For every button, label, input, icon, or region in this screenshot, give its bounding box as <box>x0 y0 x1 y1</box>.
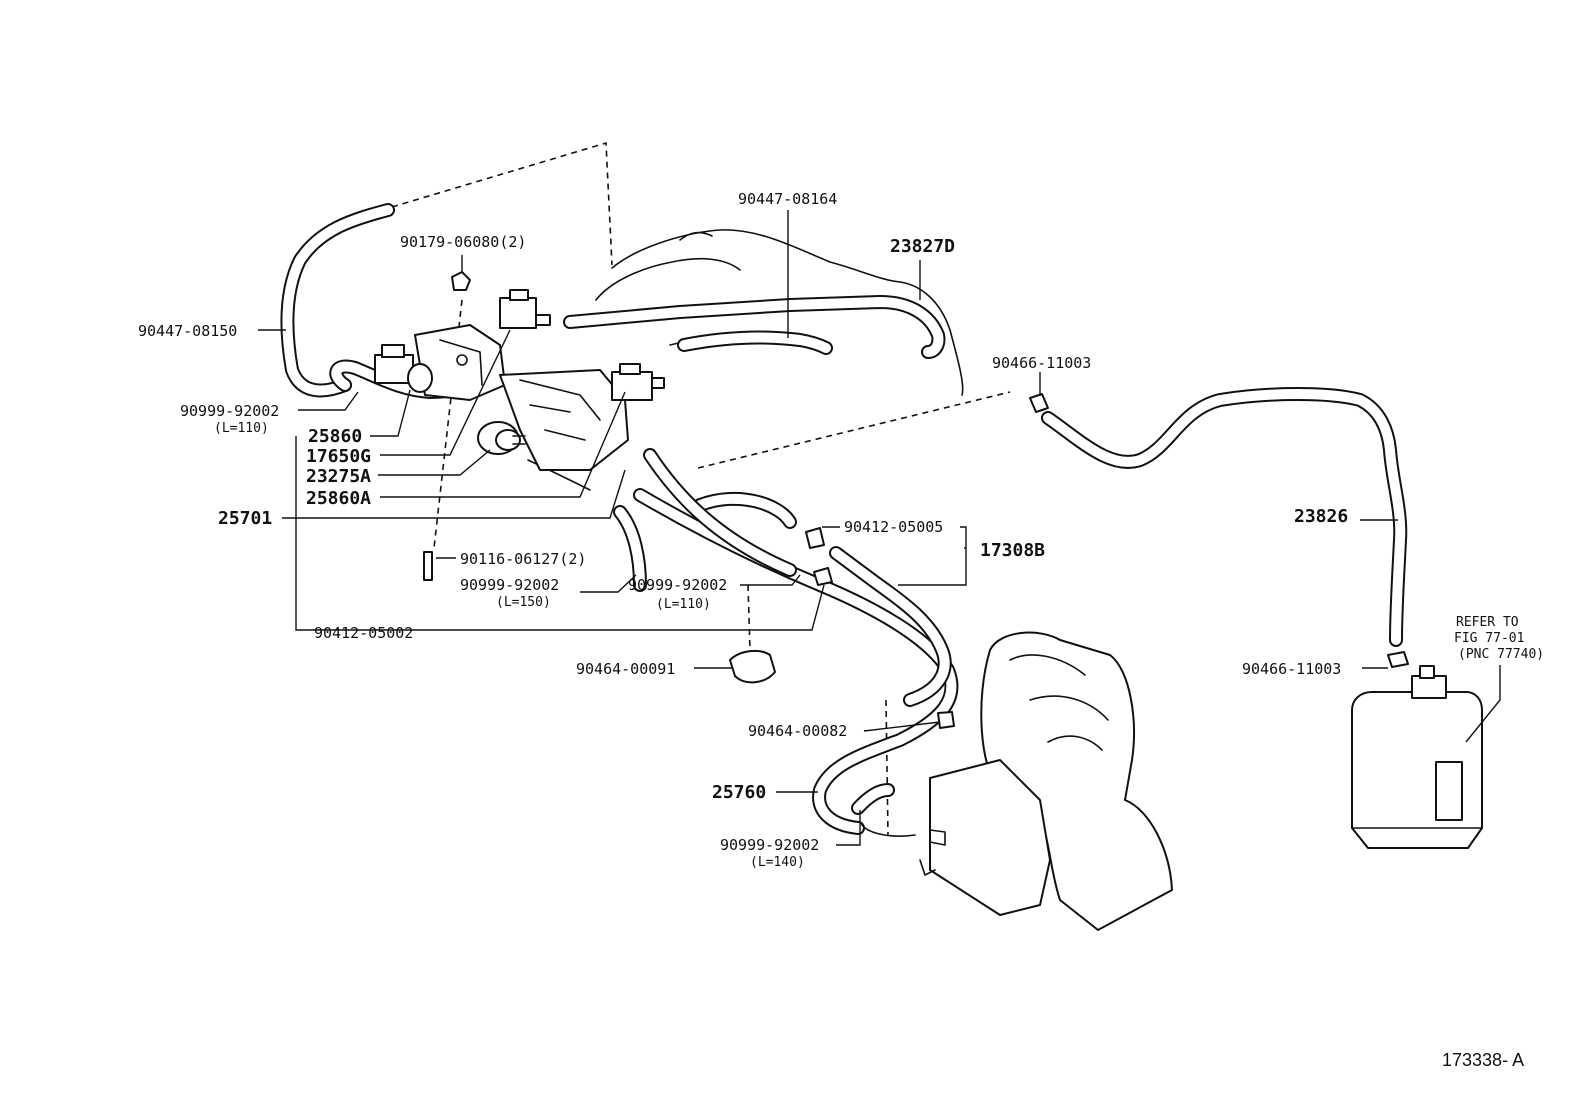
label-23275A[interactable]: 23275A <box>306 466 371 487</box>
label-90179-06080[interactable]: 90179-06080(2) <box>400 233 526 251</box>
refer-note-line3: (PNC 77740) <box>1458 647 1544 662</box>
label-90447-08164[interactable]: 90447-08164 <box>738 190 837 208</box>
label-90447-08150[interactable]: 90447-08150 <box>138 322 237 340</box>
label-23826[interactable]: 23826 <box>1294 506 1348 527</box>
air-intake-duct <box>919 631 1173 931</box>
label-25860[interactable]: 25860 <box>308 426 362 447</box>
label-90999-92002-l110-a[interactable]: 90999-92002 <box>180 402 279 420</box>
label-l110-a: (L=110) <box>214 421 269 436</box>
clamp-90466-11003-top <box>1029 393 1049 413</box>
charcoal-canister <box>1351 665 1483 849</box>
vacuum-hoses <box>280 203 1408 837</box>
figure-id: 173338- A <box>1442 1050 1524 1070</box>
label-90466-11003-bottom[interactable]: 90466-11003 <box>1242 660 1341 678</box>
label-17308B[interactable]: 17308B <box>980 540 1045 561</box>
label-90412-05002[interactable]: 90412-05002 <box>314 624 413 642</box>
label-25701[interactable]: 25701 <box>218 508 272 529</box>
clamp-90466-11003-bottom <box>1387 651 1409 668</box>
label-17650G[interactable]: 17650G <box>306 446 371 467</box>
label-l150: (L=150) <box>496 595 551 610</box>
label-23827D[interactable]: 23827D <box>890 236 955 257</box>
label-l110-b: (L=110) <box>656 597 711 612</box>
union-90412-05005 <box>805 527 825 549</box>
leader-lines <box>258 210 1501 846</box>
vsv-bracket-assembly <box>374 271 665 581</box>
label-l140: (L=140) <box>750 855 805 870</box>
union-90412-05002 <box>813 567 833 586</box>
label-90464-00082[interactable]: 90464-00082 <box>748 722 847 740</box>
reference-dashed-lines <box>391 141 1011 836</box>
label-90999-92002-l140[interactable]: 90999-92002 <box>720 836 819 854</box>
clamp-90464-00091 <box>729 649 776 684</box>
label-90116-06127[interactable]: 90116-06127(2) <box>460 550 586 568</box>
label-90466-11003-top[interactable]: 90466-11003 <box>992 354 1091 372</box>
label-90464-00091[interactable]: 90464-00091 <box>576 660 675 678</box>
fittings-and-clamps <box>729 393 1409 729</box>
label-25760[interactable]: 25760 <box>712 782 766 803</box>
refer-note-line1: REFER TO <box>1456 615 1519 630</box>
clamp-90464-00082 <box>937 711 955 729</box>
label-90999-92002-l150[interactable]: 90999-92002 <box>460 576 559 594</box>
label-90999-92002-l110-b[interactable]: 90999-92002 <box>628 576 727 594</box>
label-25860A[interactable]: 25860A <box>306 488 371 509</box>
part-number-labels: 90447-08150 90179-06080(2) 90447-08164 2… <box>138 190 1544 1070</box>
label-90412-05005[interactable]: 90412-05005 <box>844 518 943 536</box>
refer-note-line2: FIG 77-01 <box>1454 631 1524 646</box>
